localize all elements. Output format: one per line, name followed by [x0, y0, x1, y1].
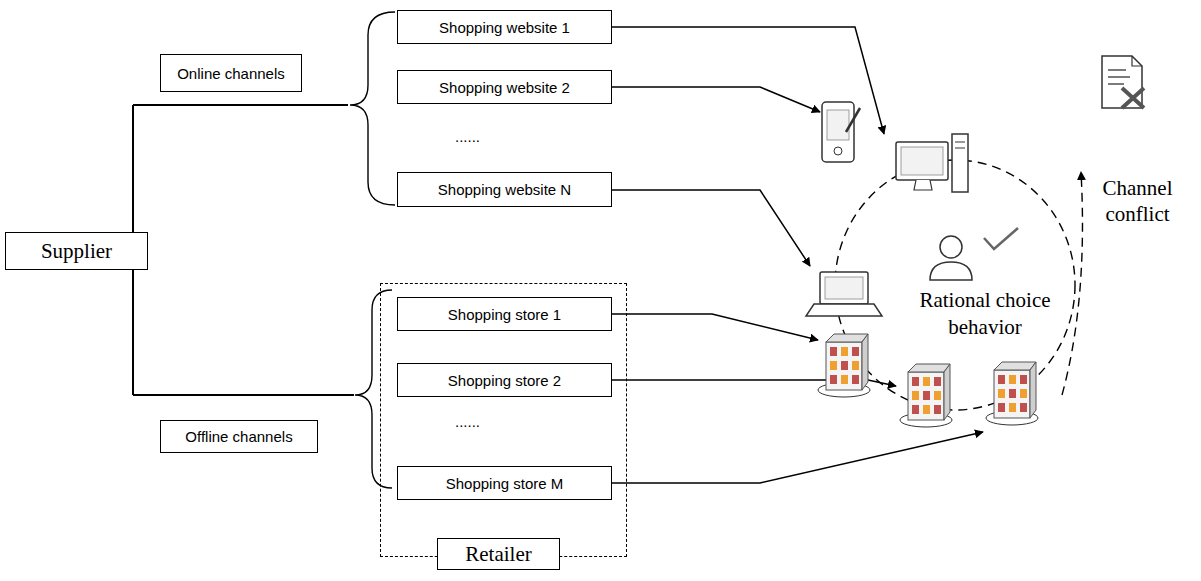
tree-lines — [133, 105, 354, 395]
node-text: Shopping website N — [438, 181, 571, 198]
node-text: Shopping website 2 — [439, 79, 570, 96]
channel-box: Shopping website 1 — [397, 10, 612, 44]
node-text: Online channels — [177, 65, 285, 82]
curly-brace — [350, 12, 395, 205]
channel-box: Shopping website 2 — [397, 70, 612, 104]
ellipsis: ...... — [455, 413, 535, 430]
node-text: Shopping store 1 — [448, 306, 561, 323]
desktop-icon — [896, 134, 968, 192]
annotation: Rational choice behavior — [895, 287, 1075, 341]
dashed-loop — [835, 160, 1075, 410]
node-text: Shopping store 2 — [448, 372, 561, 389]
channel-box: Shopping website N — [397, 172, 612, 207]
ellipsis: ...... — [455, 128, 535, 145]
channel-arrows — [612, 27, 983, 483]
store-icons — [818, 334, 1038, 427]
group-label-box: Offline channels — [160, 420, 318, 453]
node-text: Shopping store M — [446, 475, 564, 492]
retailer-group: RetailerShopping store 1Shopping store 2… — [380, 283, 627, 557]
laptop-icon — [806, 272, 882, 316]
group-label-box: Online channels — [160, 54, 302, 92]
arrow-line — [612, 87, 820, 112]
person-icon — [930, 228, 1018, 280]
node-text: Shopping website 1 — [439, 19, 570, 36]
node-text: Supplier — [41, 239, 112, 264]
arrow-line — [612, 432, 983, 483]
channel-box: Shopping store 2 — [397, 363, 612, 397]
pda-icon — [822, 102, 860, 162]
dashed-arrow — [1062, 172, 1082, 395]
braces — [350, 12, 395, 488]
document-icon — [1102, 56, 1144, 108]
channel-box: Shopping store 1 — [397, 297, 612, 331]
node-text: Retailer — [465, 542, 531, 567]
arrow-line — [612, 314, 818, 340]
curly-brace — [355, 290, 392, 488]
node-text: Offline channels — [185, 428, 292, 445]
branch-line — [133, 104, 348, 106]
group-heading: Retailer — [437, 538, 560, 570]
annotation: Channel conflict — [1080, 175, 1195, 227]
arrow-line — [612, 190, 810, 266]
supplier-box: Supplier — [5, 232, 148, 270]
branch-line — [133, 394, 354, 396]
channel-box: Shopping store M — [397, 466, 612, 500]
